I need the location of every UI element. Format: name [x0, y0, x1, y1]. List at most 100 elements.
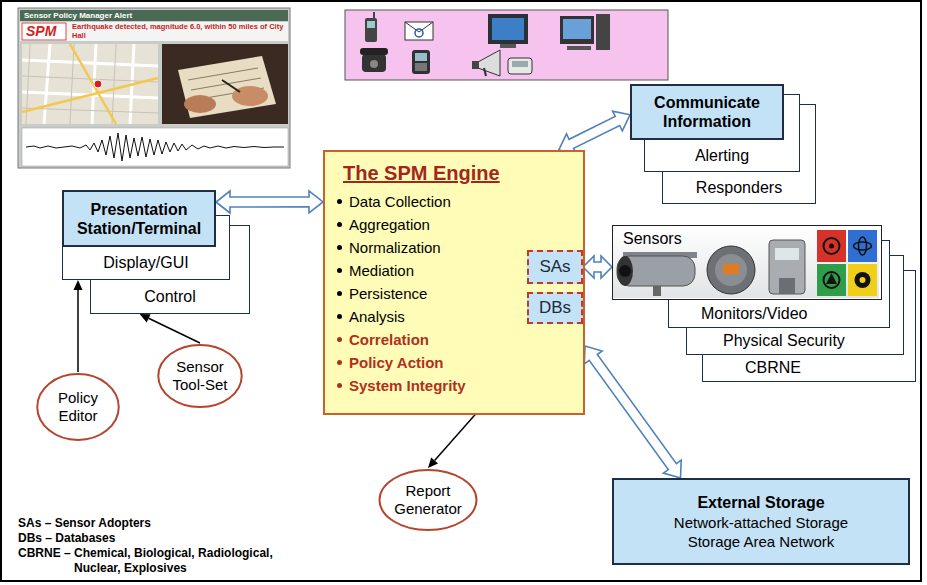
- box-label: Physical Security: [723, 331, 845, 350]
- ellipse-node: Policy Editor: [36, 372, 120, 442]
- box-label: Sensors: [623, 229, 682, 249]
- header-box: Communicate Information: [630, 84, 784, 140]
- bullet-item: Analysis: [349, 305, 405, 328]
- box-label: Alerting: [695, 146, 749, 165]
- block-arrow: [559, 111, 630, 154]
- abbreviation-note: CBRNE – Chemical, Biological, Radiologic…: [18, 546, 308, 576]
- arrowhead: [74, 280, 83, 290]
- bullet-dot: [337, 314, 342, 319]
- devices-ground: [345, 10, 668, 80]
- logo-box: [22, 23, 66, 40]
- bullet-item: Data Collection: [349, 190, 451, 213]
- box-label: Display/GUI: [103, 253, 188, 272]
- video: [162, 44, 288, 124]
- bullet-row: Analysis: [335, 305, 405, 328]
- bullet-item: System Integrity: [349, 374, 466, 397]
- window-title: Sensor Policy Manager Alert: [24, 11, 132, 21]
- bullet-row: Policy Action: [335, 351, 443, 374]
- arrowhead: [428, 458, 438, 469]
- bullet-row: Aggregation: [335, 213, 430, 236]
- bullet-item: Policy Action: [349, 351, 443, 374]
- pager-icon: [508, 58, 532, 74]
- box-label: Sensor Tool-Set: [168, 358, 232, 394]
- computer-icon: [560, 14, 610, 50]
- engine-box: The SPM EngineData CollectionAggregation…: [323, 150, 585, 415]
- block-arrow: [584, 346, 681, 478]
- bullet-dot: [337, 199, 342, 204]
- sensor-panel: Sensors: [612, 225, 882, 300]
- box-label: CBRNE: [745, 358, 801, 377]
- alert-message: Earthquake detected, magnitude 6.0, with…: [72, 22, 286, 40]
- bullet-row: Persistence: [335, 282, 427, 305]
- ellipse-node: Sensor Tool-Set: [157, 343, 243, 409]
- bullet-dot: [337, 383, 342, 388]
- map-roads: [22, 44, 158, 124]
- box-label: Responders: [696, 178, 782, 197]
- map-streets: [22, 44, 158, 124]
- bullet-row: Correlation: [335, 328, 429, 351]
- box-line: Storage Area Network: [688, 532, 835, 551]
- title-bar: [20, 10, 288, 21]
- seismic-trace: [26, 133, 284, 161]
- gas-detector-picture: [769, 240, 805, 294]
- hazard-signs: [817, 230, 877, 296]
- box-label: Control: [144, 287, 196, 306]
- ellipse-shape: [37, 374, 118, 440]
- map-marker: [94, 80, 102, 88]
- cell-phone-icon: [365, 12, 377, 42]
- email-icon: [405, 22, 433, 40]
- bullet-item: Correlation: [349, 328, 429, 351]
- bullet-dot: [337, 360, 342, 365]
- bullet-item: Normalization: [349, 236, 441, 259]
- arrow-line: [140, 314, 200, 343]
- video-paper: [178, 56, 276, 118]
- desk-phone-icon: [360, 48, 388, 72]
- abbreviation-note: DBs – Databases: [18, 531, 115, 546]
- database-box: DBs: [527, 292, 583, 324]
- devices-panel: [345, 10, 668, 80]
- storage-box: External StorageNetwork-attached Storage…: [612, 478, 910, 565]
- bullet-item: Persistence: [349, 282, 427, 305]
- alert-screenshot: [18, 8, 290, 168]
- bullet-item: Mediation: [349, 259, 414, 282]
- box-label: DBs: [539, 298, 571, 318]
- screen-frame: [18, 8, 290, 168]
- box-label: Communicate Information: [638, 93, 776, 131]
- box-label: External Storage: [697, 492, 824, 513]
- bullet-dot: [337, 337, 342, 342]
- detector-picture: [707, 246, 755, 294]
- bullet-row: Normalization: [335, 236, 441, 259]
- map-minor-streets: [22, 44, 158, 124]
- box-label: Presentation Station/Terminal: [70, 200, 208, 238]
- block-arrow: [583, 256, 612, 278]
- box-label: Monitors/Video: [701, 304, 807, 323]
- box-label: Report Generator: [392, 482, 464, 518]
- handheld-icon: [412, 50, 430, 74]
- block-arrow-shape: [559, 111, 630, 154]
- arrow-line: [74, 280, 83, 372]
- bullet-item: Aggregation: [349, 213, 430, 236]
- map: [22, 44, 158, 124]
- megaphone-icon: [472, 50, 500, 76]
- block-arrow: [216, 191, 323, 213]
- ellipse-shape: [158, 345, 241, 407]
- bullet-dot: [337, 291, 342, 296]
- box-label: SAs: [539, 257, 570, 277]
- message-row: [20, 22, 288, 41]
- adapter-box: SAs: [527, 250, 583, 284]
- block-arrow-shape: [583, 256, 612, 278]
- bullet-row: Data Collection: [335, 190, 451, 213]
- box-line: Network-attached Storage: [674, 513, 848, 532]
- bullet-dot: [337, 245, 342, 250]
- block-arrow-shape: [216, 191, 323, 213]
- video-hand: [232, 86, 268, 106]
- ellipse-shape: [380, 470, 477, 530]
- ellipse-node: Report Generator: [378, 468, 478, 532]
- camera-picture: [617, 252, 697, 296]
- bullet-row: Mediation: [335, 259, 414, 282]
- tv-icon: [488, 14, 528, 48]
- header-box: Presentation Station/Terminal: [62, 190, 216, 247]
- seismograph: [22, 128, 288, 166]
